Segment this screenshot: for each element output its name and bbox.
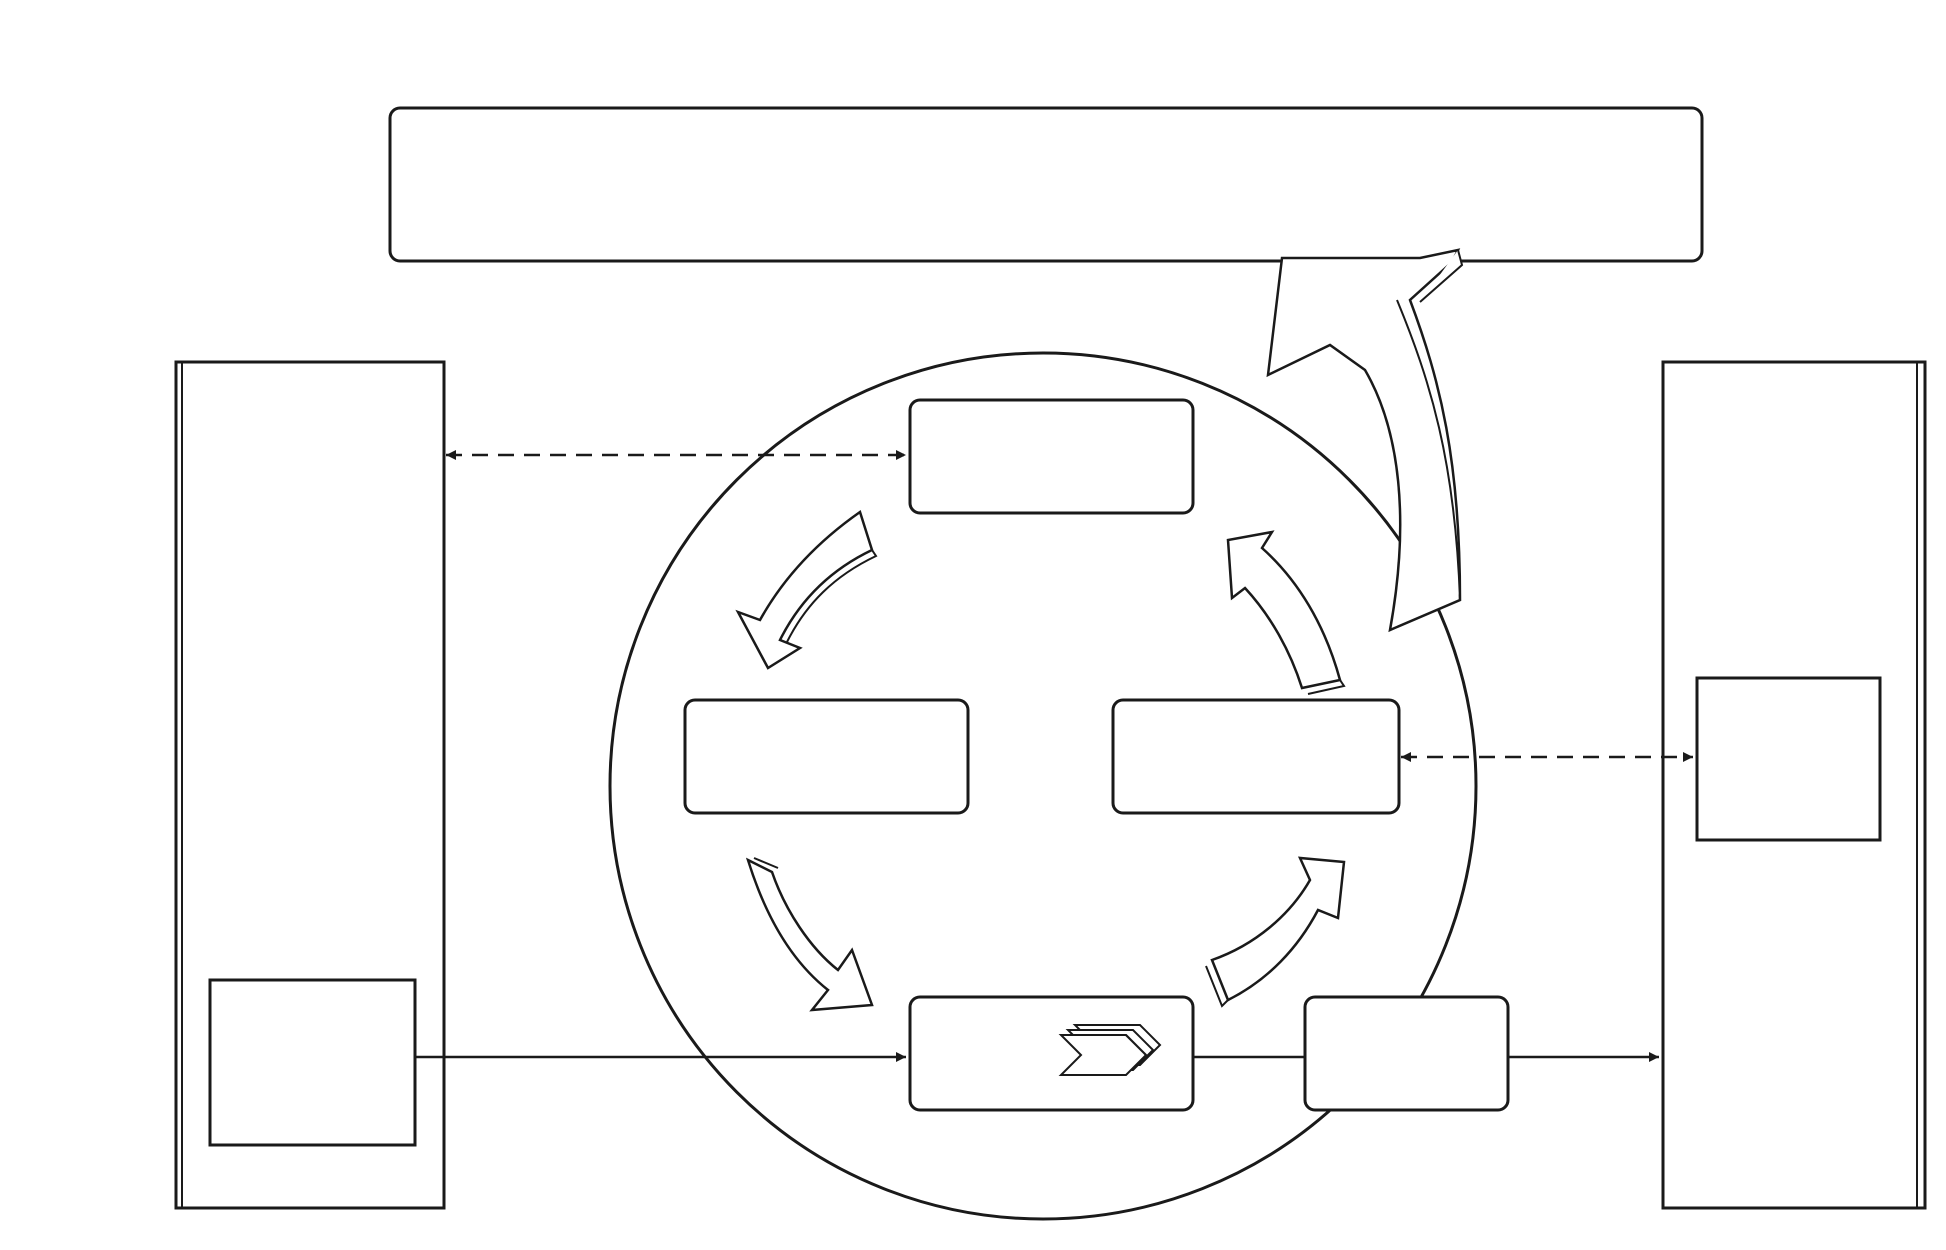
output-box	[1303, 995, 1510, 1112]
top-banner	[388, 106, 1704, 263]
cycle-arrow-top-to-left	[735, 509, 878, 670]
left-panel	[174, 360, 446, 1210]
node-top	[908, 398, 1195, 515]
cycle-arrow-bottom-to-right	[1205, 856, 1346, 1008]
cycle-arrow-left-to-bottom	[745, 857, 874, 1012]
right-inner-box	[1695, 676, 1882, 842]
feedback-curved-arrow	[1266, 248, 1464, 633]
cycle-arrow-right-to-top	[1226, 530, 1346, 695]
node-right	[1111, 698, 1401, 815]
cycle-circle	[608, 351, 1478, 1221]
left-inner-box	[208, 978, 417, 1147]
chevron-stack-icon	[1058, 1024, 1162, 1076]
right-panel	[1661, 360, 1927, 1210]
node-left	[683, 698, 970, 815]
